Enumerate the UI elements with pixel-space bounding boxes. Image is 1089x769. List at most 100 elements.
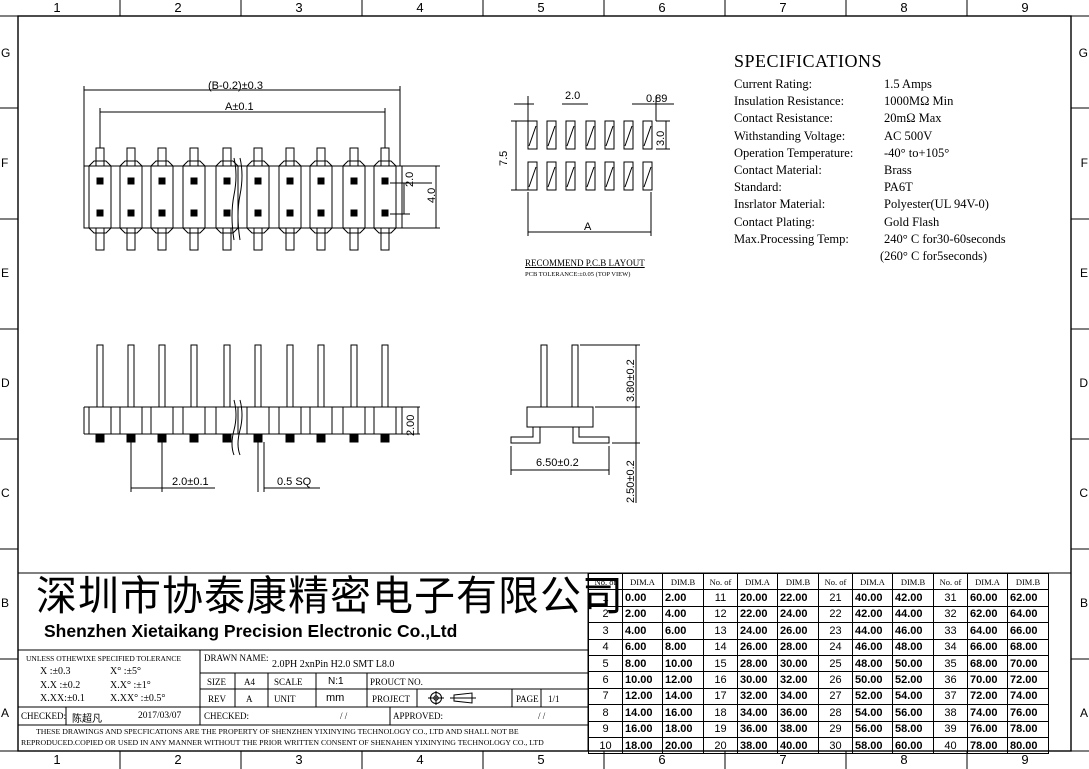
side-bottom-height: 2.50±0.2	[625, 460, 637, 503]
table-cell-dim-b: 26.00	[777, 622, 819, 640]
pcb-tolerance: PCB TOLERANCE:±0.05 (TOP VIEW)	[525, 271, 631, 278]
table-cell-no: 14	[703, 638, 738, 656]
zone-col-bottom-9: 9	[1021, 752, 1029, 767]
zone-row-r-B: B	[1079, 596, 1088, 610]
table-cell-no: 11	[703, 589, 738, 607]
table-cell-dim-a: 10.00	[622, 671, 663, 689]
product-no-label: PROUCT NO.	[370, 677, 423, 687]
zone-row-r-A: A	[1079, 706, 1088, 720]
table-cell-no: 12	[703, 605, 738, 624]
pcb-pitch: 2.0	[565, 90, 581, 102]
table-cell-dim-b: 22.00	[777, 589, 819, 607]
table-cell-dim-a: 12.00	[622, 687, 663, 706]
table-cell-no: 36	[933, 671, 968, 689]
pcb-pad-length: 3.0	[655, 130, 667, 146]
table-cell-no: 3	[588, 622, 623, 640]
page-value: 1/1	[548, 694, 560, 704]
table-cell-no: 15	[703, 654, 738, 673]
table-cell-no: 24	[818, 638, 853, 656]
table-cell-dim-a: 8.00	[622, 654, 663, 673]
table-cell-no: 8	[588, 704, 623, 722]
tol-row-2-b: X.X° :±1°	[110, 680, 151, 691]
checked-label: CHECKED:	[21, 711, 66, 721]
zone-row-r-F: F	[1080, 156, 1088, 170]
zone-row-l-D: D	[1, 376, 10, 390]
table-cell-dim-a: 28.00	[737, 654, 778, 673]
table-cell-dim-a: 66.00	[967, 638, 1008, 656]
unit-value: mm	[326, 692, 345, 704]
table-cell-dim-a: 60.00	[967, 589, 1008, 607]
table-cell-dim-b: 16.00	[662, 704, 704, 722]
tol-row-1-a: X :±0.3	[40, 666, 71, 677]
spec-row: Withstanding Voltage:AC 500V	[734, 128, 1006, 145]
table-cell-no: 5	[588, 654, 623, 673]
table-cell-no: 10	[588, 736, 623, 755]
side-foot-width: 6.50±0.2	[536, 457, 579, 469]
top-row-pitch: 2.0	[404, 171, 416, 187]
table-cell-dim-b: 10.00	[662, 654, 704, 673]
pcb-span-label: A	[584, 221, 592, 233]
table-cell-no: 26	[818, 671, 853, 689]
table-cell-dim-a: 26.00	[737, 638, 778, 656]
table-cell-dim-b: 80.00	[1007, 736, 1049, 755]
table-cell-dim-a: 62.00	[967, 605, 1008, 624]
table-cell-no: 27	[818, 687, 853, 706]
table-cell-dim-a: 14.00	[622, 704, 663, 722]
spec-value: 20mΩ Max	[884, 111, 942, 126]
table-cell-dim-b: 28.00	[777, 638, 819, 656]
spec-row: (260° C for5seconds)	[734, 248, 1006, 265]
zone-col-bottom-4: 4	[416, 752, 424, 767]
side-view-drawing	[510, 344, 640, 503]
projection-symbol-icon	[428, 691, 476, 705]
table-cell-dim-b: 78.00	[1007, 720, 1049, 738]
table-header-dim-b: DIM.B	[892, 572, 934, 591]
spec-value: Polyester(UL 94V-0)	[884, 197, 989, 212]
checked-date: 2017/03/07	[138, 711, 182, 721]
table-cell-dim-a: 4.00	[622, 622, 663, 640]
table-header-dim-a: DIM.A	[622, 572, 663, 591]
checked2-date: / /	[340, 711, 348, 721]
spec-key: Insulation Resistance:	[734, 94, 845, 109]
table-cell-dim-a: 32.00	[737, 687, 778, 706]
front-view-drawing	[83, 344, 420, 492]
spec-row: Insulation Resistance:1000MΩ Min	[734, 93, 1006, 110]
table-cell-dim-a: 64.00	[967, 622, 1008, 640]
table-cell-dim-b: 8.00	[662, 638, 704, 656]
table-header-no: No. of	[818, 572, 853, 591]
table-cell-no: 35	[933, 654, 968, 673]
table-cell-no: 39	[933, 720, 968, 738]
spec-key: Insrlator Material:	[734, 197, 826, 212]
table-cell-dim-b: 74.00	[1007, 687, 1049, 706]
size-value: A4	[244, 677, 255, 687]
table-cell-dim-b: 50.00	[892, 654, 934, 673]
top-height: 4.0	[426, 187, 438, 203]
drawn-name-label: DRAWN NAME:	[204, 653, 269, 663]
table-cell-dim-b: 6.00	[662, 622, 704, 640]
table-cell-dim-a: 40.00	[852, 589, 893, 607]
front-body-height: 2.00	[405, 414, 417, 436]
table-cell-dim-a: 68.00	[967, 654, 1008, 673]
table-cell-dim-b: 56.00	[892, 704, 934, 722]
zone-row-l-F: F	[1, 156, 9, 170]
table-cell-dim-b: 20.00	[662, 736, 704, 755]
table-header-dim-b: DIM.B	[777, 572, 819, 591]
table-cell-dim-b: 46.00	[892, 622, 934, 640]
table-cell-dim-a: 36.00	[737, 720, 778, 738]
table-cell-no: 19	[703, 720, 738, 738]
top-overall-dim: (B-0.2)±0.3	[208, 80, 263, 92]
spec-value: -40° to+105°	[884, 145, 950, 160]
table-cell-dim-b: 60.00	[892, 736, 934, 755]
table-cell-dim-b: 54.00	[892, 687, 934, 706]
pcb-layout-drawing	[511, 96, 674, 236]
table-header-dim-b: DIM.B	[1007, 572, 1049, 591]
table-cell-no: 7	[588, 687, 623, 706]
zone-col-bottom-7: 7	[779, 752, 787, 767]
pcb-row-span: 7.5	[498, 150, 510, 166]
table-header-dim-a: DIM.A	[852, 572, 893, 591]
table-cell-dim-b: 70.00	[1007, 654, 1049, 673]
table-cell-dim-a: 42.00	[852, 605, 893, 624]
